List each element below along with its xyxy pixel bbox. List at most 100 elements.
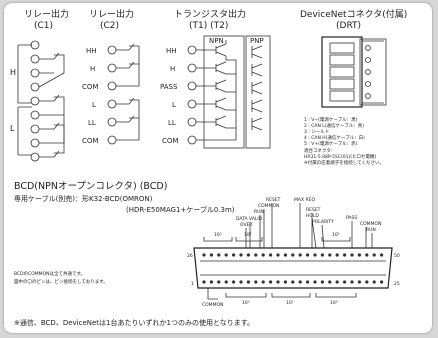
bcd-section: BCD(NPNオープンコレクタ) (BCD) 専用ケーブル(別売)：形K32-B…: [14, 181, 400, 308]
connector-pin: [239, 280, 243, 284]
bcd-note1: BCDのCOMMONは全て共通です。: [14, 270, 85, 277]
relay-c2-section: リレー出力 (C2) HH H COM L LL COM: [82, 8, 140, 145]
connector-pin: [298, 280, 302, 284]
relay-c1-section: リレー出力 (C1) H L: [10, 8, 69, 162]
connector-pin: [254, 253, 258, 257]
connector-pin: [261, 253, 265, 257]
connector-pin: [313, 280, 317, 284]
connector-pin: [380, 253, 384, 257]
transistor-label-hh: HH: [166, 47, 177, 55]
wiring-diagram: リレー出力 (C1) H L リレー出力 (C2) HH H COM: [10, 8, 407, 327]
connector-pin: [306, 253, 310, 257]
devicenet-pin-3: 3 : シールド: [304, 129, 329, 135]
diagram-sheet: リレー出力 (C1) H L リレー出力 (C2) HH H COM: [4, 3, 432, 333]
devicenet-note-3: ※付属の圧着端子を接続してください。: [304, 159, 384, 166]
devicenet-section: DeviceNetコネクタ(付属) (DRT) 1 : V−(電源ケーブル：黒)…: [300, 9, 407, 166]
connector-pin: [298, 253, 302, 257]
transistor-pnp-label: PNP: [250, 37, 264, 45]
connector-pin: [320, 280, 324, 284]
connector-pin: [320, 253, 324, 257]
bcd-label-run-right: RUN: [366, 227, 376, 233]
transistor-terminals: [187, 45, 197, 145]
devicenet-pin-5: 5 : V+(電源ケーブル：赤): [304, 140, 358, 147]
transistor-label-pass: PASS: [160, 83, 178, 91]
pnp-box: [245, 35, 271, 149]
relay-c2-label-l: L: [92, 101, 96, 109]
transistor-symbols: [196, 40, 263, 141]
bcd-leader-lines: [245, 203, 373, 249]
connector-pin: [291, 280, 295, 284]
relay-c1-title: リレー出力: [24, 8, 69, 20]
connector-pin: [239, 253, 243, 257]
bcd-label-over: OVER: [240, 222, 253, 228]
bcd-scale-10-5: 10⁵: [332, 232, 340, 238]
bcd-cable-line2: (HDR-E50MAG1+ケーブル0.3m): [126, 205, 235, 214]
connector-pin: [328, 253, 332, 257]
bcd-title: BCD(NPNオープンコレクタ) (BCD): [14, 181, 167, 192]
bcd-label-reset-top: RESET: [266, 197, 281, 203]
bcd-scale-10-4: 10⁴: [244, 232, 252, 238]
connector-pin: [246, 253, 250, 257]
footer-note: ※通信、BCD、DeviceNetは1台あたりいずれか1つのみの使用となります。: [14, 318, 254, 327]
bcd-label-max-req: MAX REQ: [294, 197, 315, 203]
connector-pin: [224, 280, 228, 284]
bcd-bottom-pin-row: [202, 280, 384, 284]
devicenet-subtitle: (DRT): [336, 21, 361, 31]
relay-c2-label-hh: HH: [86, 47, 97, 55]
transistor-section: トランジスタ出力 (T1) (T2) NPN PNP HH H PASS L L…: [160, 8, 271, 149]
bcd-connector: 26 50 1 25: [187, 247, 400, 289]
connector-pin: [350, 280, 354, 284]
bcd-label-common-top: COMMON: [258, 203, 279, 209]
connector-pin: [306, 280, 310, 284]
bcd-scale-top: 10³ 10⁴ 10⁵: [203, 232, 351, 242]
transistor-npn-label: NPN: [209, 37, 224, 45]
connector-pin: [365, 280, 369, 284]
connector-pin: [202, 280, 206, 284]
connector-pin: [350, 253, 354, 257]
relay-c1-subtitle: (C1): [34, 21, 53, 31]
connector-pin: [335, 253, 339, 257]
connector-pin: [261, 280, 265, 284]
devicenet-title: DeviceNetコネクタ(付属): [300, 9, 407, 20]
connector-pin: [217, 280, 221, 284]
relay-c1-label-l: L: [10, 124, 15, 133]
transistor-label-h: H: [170, 65, 175, 73]
relay-c1-label-h: H: [10, 68, 16, 77]
transistor-label-com: COM: [162, 137, 178, 145]
connector-pin: [276, 280, 280, 284]
bcd-top-pin-row: [202, 253, 384, 257]
bcd-pin-1: 1: [191, 281, 194, 287]
connector-pin: [283, 280, 287, 284]
connector-pin: [209, 280, 213, 284]
connector-pin: [269, 280, 273, 284]
relay-c2-contacts: [116, 43, 140, 141]
bcd-scale-10-3: 10³: [214, 232, 222, 238]
connector-pin: [232, 253, 236, 257]
bcd-label-polarity: POLARITY: [312, 219, 334, 225]
relay-c2-title: リレー出力: [89, 8, 134, 20]
connector-pin: [276, 253, 280, 257]
devicenet-note-1: 適合コネクタ:: [304, 147, 332, 154]
connector-pin: [343, 253, 347, 257]
transistor-title: トランジスタ出力: [174, 8, 246, 20]
connector-pin: [209, 253, 213, 257]
relay-c1-h-bracket: [17, 44, 32, 104]
transistor-subtitle: (T1) (T2): [189, 21, 228, 31]
devicenet-connector: [321, 36, 387, 108]
connector-pin: [232, 280, 236, 284]
connector-pin: [283, 253, 287, 257]
connector-pin: [291, 253, 295, 257]
bcd-label-run-top: RUN: [254, 209, 264, 215]
devicenet-note-2: HR31-5.08P-5SC(01)(ヒロセ電機): [304, 153, 376, 160]
bcd-pin-25: 25: [394, 281, 400, 287]
relay-c1-contacts: [38, 52, 65, 158]
relay-c2-label-h: H: [90, 65, 95, 73]
connector-pin: [224, 253, 228, 257]
connector-pin: [328, 280, 332, 284]
connector-pin: [269, 253, 273, 257]
bcd-top-labels: RESET MAX REQ COMMON RESET RUN HOLD DATA…: [236, 197, 381, 233]
relay-c2-label-com: COM: [82, 83, 98, 91]
bcd-label-pass: PASS: [346, 215, 357, 221]
connector-pin: [246, 280, 250, 284]
connector-pin: [380, 280, 384, 284]
